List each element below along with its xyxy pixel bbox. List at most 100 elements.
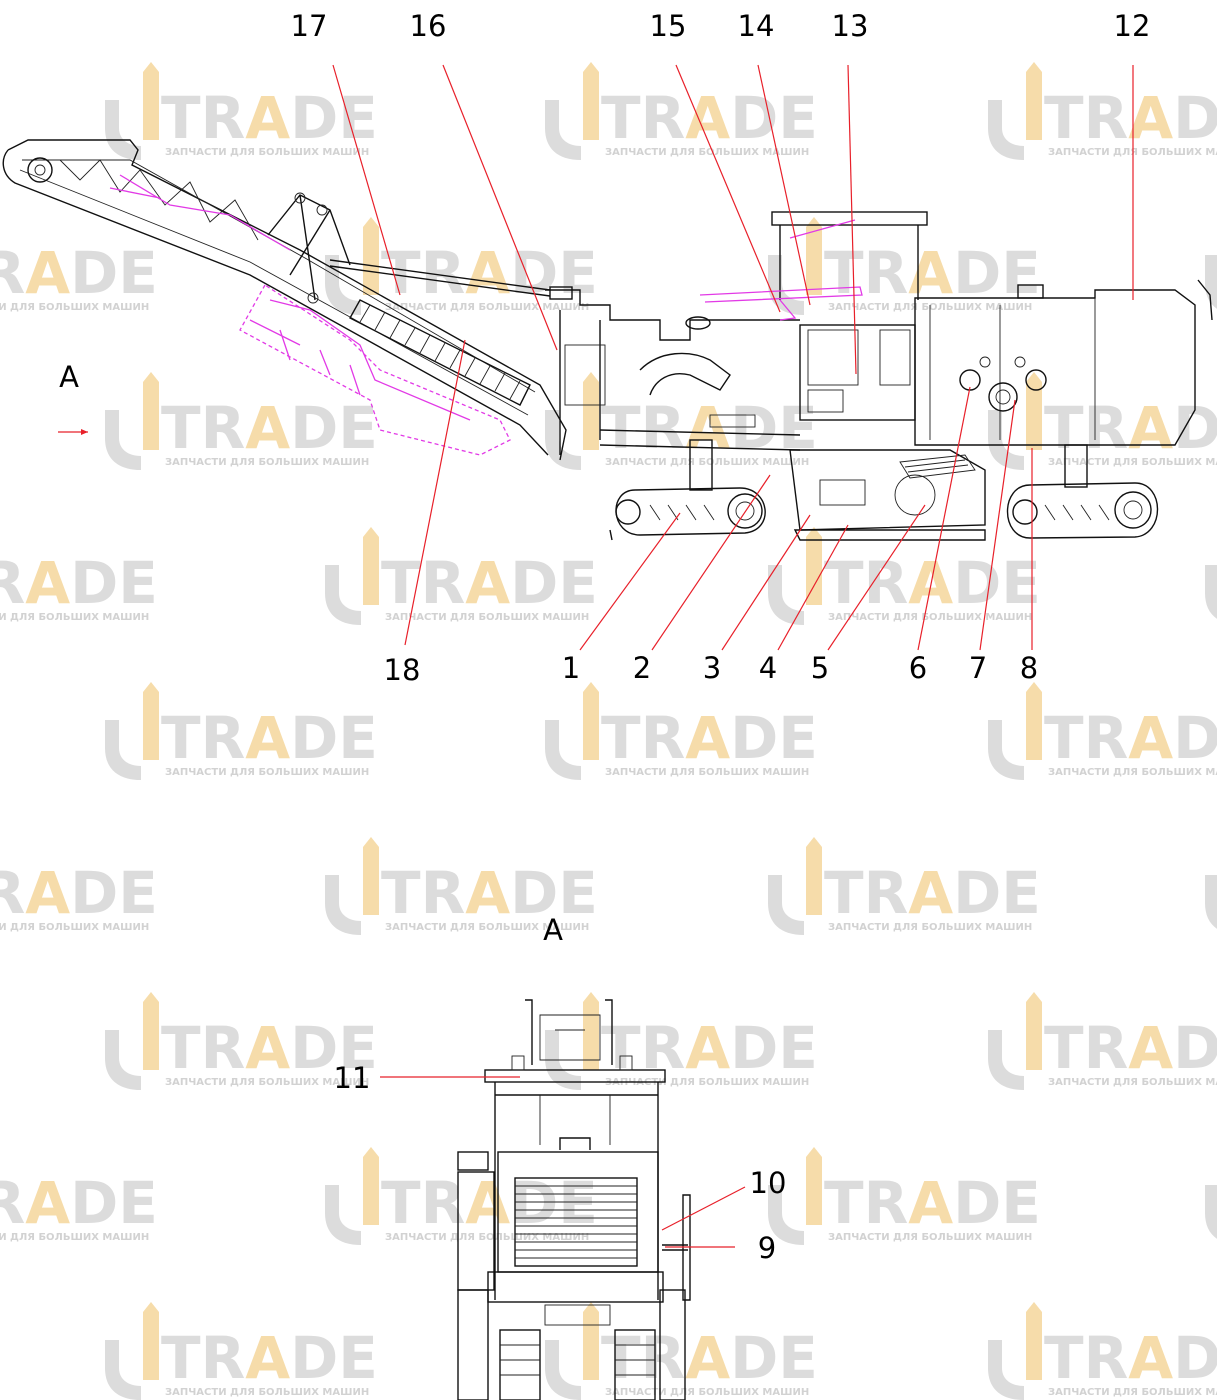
watermark-logo-text: TRADE xyxy=(824,859,1041,927)
logo-pillar xyxy=(583,372,599,450)
watermark-logo-text: TRADE xyxy=(1044,1014,1217,1082)
logo-emblem xyxy=(768,875,804,935)
watermark-logo-text: TRADE xyxy=(601,1324,818,1392)
watermark-logo-text: TRADE xyxy=(0,859,158,927)
watermark-tagline: ЗАПЧАСТИ ДЛЯ БОЛЬШИХ МАШИН xyxy=(605,1387,809,1398)
logo-emblem xyxy=(988,1340,1024,1400)
watermark-tagline: ЗАПЧАСТИ ДЛЯ БОЛЬШИХ МАШИН xyxy=(0,922,149,933)
logo-pillar xyxy=(583,992,599,1070)
logo-pillar xyxy=(1026,372,1042,450)
logo-emblem xyxy=(105,1340,141,1400)
logo-pillar xyxy=(583,1302,599,1380)
logo-pillar xyxy=(363,527,379,605)
logo-emblem xyxy=(105,410,141,470)
logo-emblem xyxy=(1205,255,1217,309)
callout-17: 17 xyxy=(291,9,328,43)
logo-pillar xyxy=(806,217,822,295)
callout-10: 10 xyxy=(750,1166,787,1200)
watermark-logo-text: TRADE xyxy=(381,1169,598,1237)
logo-pillar xyxy=(1026,992,1042,1070)
callout-7: 7 xyxy=(969,651,987,685)
callout-4: 4 xyxy=(759,651,777,685)
watermark-logo-text: TRADE xyxy=(381,239,598,307)
callout-11: 11 xyxy=(334,1061,371,1095)
watermark-logo-text: TRADE xyxy=(161,394,378,462)
callout-8: 8 xyxy=(1020,651,1038,685)
logo-emblem xyxy=(545,100,581,160)
logo-emblem xyxy=(988,1030,1024,1090)
view-arrow-label: A xyxy=(59,360,79,394)
watermark-logo-text: TRADE xyxy=(1044,394,1217,462)
logo-emblem xyxy=(325,565,361,625)
watermark-logo-text: TRADE xyxy=(161,1324,378,1392)
watermark-logo-text: TRADE xyxy=(0,239,158,307)
callout-numbers: 17 16 15 14 13 12 18 1 2 3 4 5 6 7 8 11 … xyxy=(59,9,1150,1265)
logo-pillar xyxy=(1026,62,1042,140)
callout-18: 18 xyxy=(384,653,421,687)
watermark-logo-text: TRADE xyxy=(1044,704,1217,772)
logo-emblem xyxy=(545,1030,581,1090)
logo-pillar xyxy=(143,372,159,450)
machine-side-view xyxy=(545,211,1213,541)
radiator-grille xyxy=(515,1185,637,1259)
watermark-logo-text: TRADE xyxy=(601,394,818,462)
logo-emblem xyxy=(545,720,581,780)
callout-5: 5 xyxy=(811,651,829,685)
logo-pillar xyxy=(143,682,159,760)
callout-2: 2 xyxy=(633,651,651,685)
watermark-tagline: ЗАПЧАСТИ ДЛЯ БОЛЬШИХ МАШИН xyxy=(385,302,589,313)
callout-3: 3 xyxy=(703,651,721,685)
watermark-tagline: ЗАПЧАСТИ ДЛЯ БОЛЬШИХ МАШИН xyxy=(605,1077,809,1088)
logo-emblem xyxy=(768,565,804,625)
watermark-tagline: ЗАПЧАСТИ ДЛЯ БОЛЬШИХ МАШИН xyxy=(605,147,809,158)
view-arrow-head xyxy=(81,429,88,435)
logo-pillar xyxy=(1026,682,1042,760)
watermark-logo-text: TRADE xyxy=(601,1014,818,1082)
watermark-logo-text: TRADE xyxy=(161,84,378,152)
watermark-tagline: ЗАПЧАСТИ ДЛЯ БОЛЬШИХ МАШИН xyxy=(828,612,1032,623)
watermark-logo-text: TRADE xyxy=(601,704,818,772)
watermark-logo-text: TRADE xyxy=(1044,84,1217,152)
watermark-logo-text: TRADE xyxy=(824,549,1041,617)
logo-pillar xyxy=(806,527,822,605)
watermark-tagline: ЗАПЧАСТИ ДЛЯ БОЛЬШИХ МАШИН xyxy=(0,612,149,623)
callout-15: 15 xyxy=(650,9,687,43)
leader-lines xyxy=(332,64,1134,1248)
watermark-logo-text: TRADE xyxy=(1044,1324,1217,1392)
rear-track xyxy=(1006,444,1159,539)
watermark-logo-text: TRADE xyxy=(0,1169,158,1237)
watermark-logo-text: TRADE xyxy=(381,549,598,617)
callout-1: 1 xyxy=(562,651,580,685)
front-view-title: A xyxy=(543,913,563,947)
logo-pillar xyxy=(143,992,159,1070)
logo-emblem xyxy=(105,1030,141,1090)
logo-emblem xyxy=(1205,565,1217,619)
logo-pillar xyxy=(806,837,822,915)
logo-emblem xyxy=(545,1340,581,1400)
watermark-tagline: ЗАПЧАСТИ ДЛЯ БОЛЬШИХ МАШИН xyxy=(385,1232,589,1243)
callout-9: 9 xyxy=(758,1231,776,1265)
logo-pillar xyxy=(363,217,379,295)
